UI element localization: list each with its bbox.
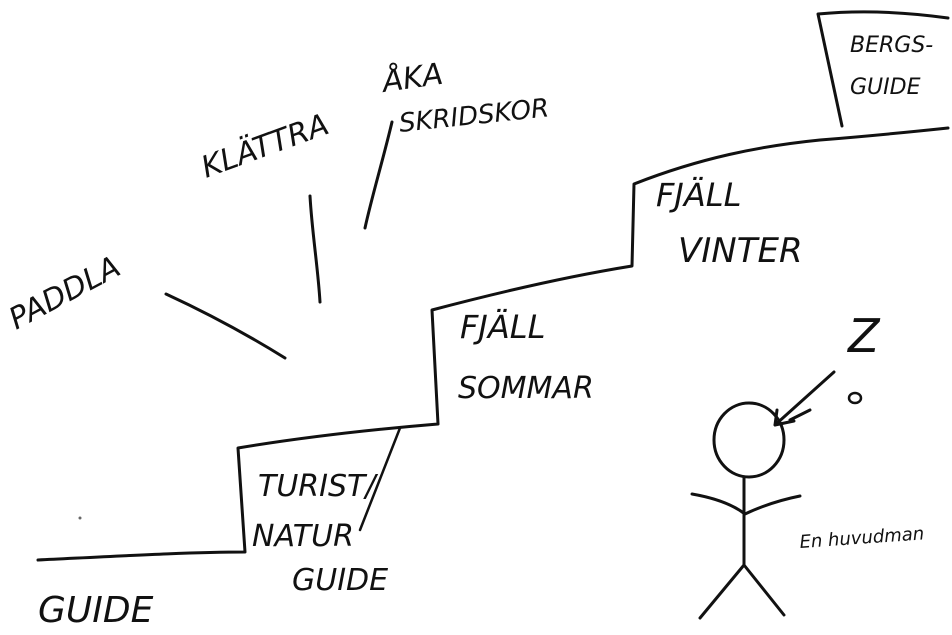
label-turist-1: TURIST/ [258, 469, 378, 504]
label-klattra: KLÄTTRA [196, 106, 333, 185]
label-bergs-2: GUIDE [850, 75, 921, 100]
label-fjall-vinter-2: VINTER [678, 231, 803, 271]
stick-figure-head [712, 401, 786, 479]
bergsguide-box [816, 10, 950, 128]
staircase-line [36, 126, 950, 562]
thought-bubble [847, 391, 863, 405]
label-aka-1: ÅKA [378, 56, 445, 100]
label-aka-2: SKRIDSKOR [398, 93, 551, 139]
label-fjall-vinter-1: FJÄLL [656, 176, 741, 214]
label-fjall-sommar-1: FJÄLL [460, 308, 545, 346]
label-fjall-sommar-2: SOMMAR [458, 371, 594, 406]
label-huvudman: En huvudman [799, 523, 925, 553]
paddla-line [164, 292, 287, 360]
stick-figure-arms [690, 492, 802, 516]
ink-dot [78, 516, 82, 520]
label-turist-3: GUIDE [292, 563, 388, 598]
klattra-line [308, 194, 322, 304]
stick-figure-legs [698, 563, 786, 620]
label-guide: GUIDE [38, 590, 154, 631]
label-turist-2: NATUR [252, 519, 354, 554]
aka-line [363, 120, 394, 230]
thought-arrow [773, 370, 836, 427]
label-z: Z [846, 309, 881, 363]
turist-slash [358, 426, 402, 532]
label-bergs-1: BERGS- [850, 33, 933, 58]
label-paddla: PADDLA [3, 250, 126, 338]
